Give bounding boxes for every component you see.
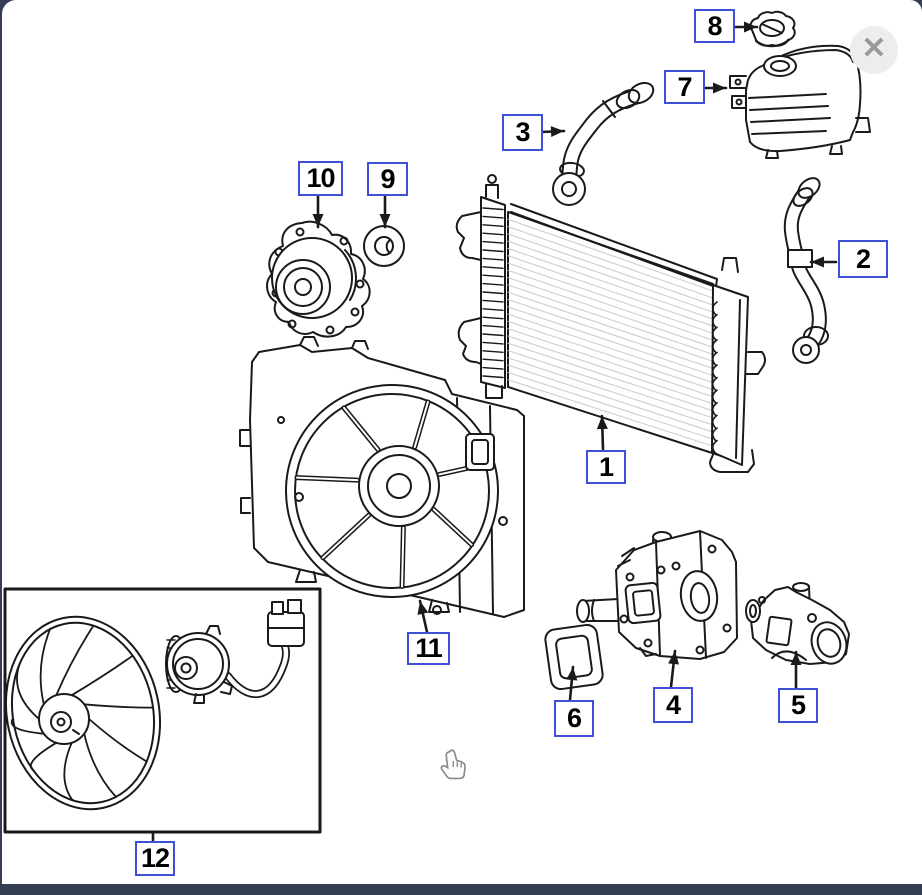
gasket-seal-illustration [544,623,604,691]
callout-4: 4 [653,687,693,723]
callout-7: 7 [664,70,705,104]
thermostat-housing-illustration [576,530,738,660]
callout-2: 2 [838,240,888,278]
pulley-illustration [363,225,405,267]
reservoir-cap-illustration [749,10,796,48]
cooling-fan-illustration [3,587,322,834]
upper-hose-illustration [552,81,655,206]
bottom-bar [0,884,922,895]
water-pump-illustration [266,220,371,338]
lower-hose-illustration [783,177,829,364]
callout-3: 3 [502,114,543,151]
close-icon: ✕ [861,32,887,65]
callout-5: 5 [778,688,818,723]
callout-1: 1 [586,450,626,484]
callout-9: 9 [367,162,408,196]
coolant-reservoir-illustration [729,44,871,159]
callout-8: 8 [694,9,735,43]
callout-arrows [151,21,838,843]
close-button[interactable]: ✕ [850,26,898,74]
radiator-illustration [455,174,766,473]
callout-10: 10 [298,161,343,196]
callout-12: 12 [135,841,175,876]
callout-11: 11 [407,632,450,665]
water-outlet-illustration [745,582,850,665]
callout-6: 6 [554,700,594,737]
fan-shroud-illustration [239,336,525,618]
